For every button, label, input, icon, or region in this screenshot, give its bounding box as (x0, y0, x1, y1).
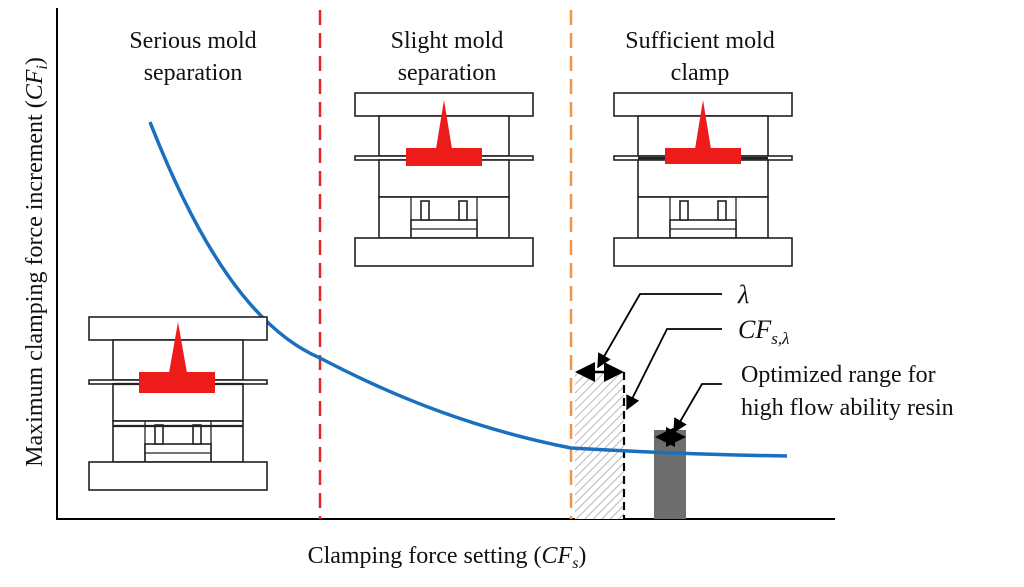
region-title-slight: Slight mold (391, 28, 504, 54)
lambda-label: λ (737, 280, 749, 309)
mold-icon-serious-separation (88, 316, 268, 491)
mold-icon-sufficient-clamp (613, 92, 793, 267)
optimized-range-bar (654, 430, 686, 519)
cf-s-lambda-leader-line (626, 328, 722, 411)
optimized-label-line2: high flow ability resin (741, 395, 954, 421)
region-subtitle-slight: separation (398, 60, 497, 86)
region-subtitle-sufficient: clamp (671, 60, 730, 86)
annotations: λ CFs,λ Optimized range for high flow ab… (575, 280, 954, 447)
region-title-serious: Serious mold (129, 28, 256, 54)
axes (56, 8, 835, 520)
optimized-leader-line (673, 383, 722, 434)
max-clamping-force-curve (148, 121, 788, 458)
region-title-sufficient: Sufficient mold (625, 28, 775, 54)
region-subtitle-serious: separation (144, 60, 243, 86)
lambda-region (575, 372, 624, 519)
optimized-label-line1: Optimized range for (741, 362, 936, 388)
lambda-leader-line (597, 293, 722, 369)
cf-s-lambda-label: CFs,λ (738, 315, 789, 348)
x-axis-label: Clamping force setting (CFs) (308, 543, 587, 572)
y-axis-label: Maximum clamping force increment (CFi) (22, 57, 51, 467)
mold-icon-slight-separation (354, 92, 534, 267)
